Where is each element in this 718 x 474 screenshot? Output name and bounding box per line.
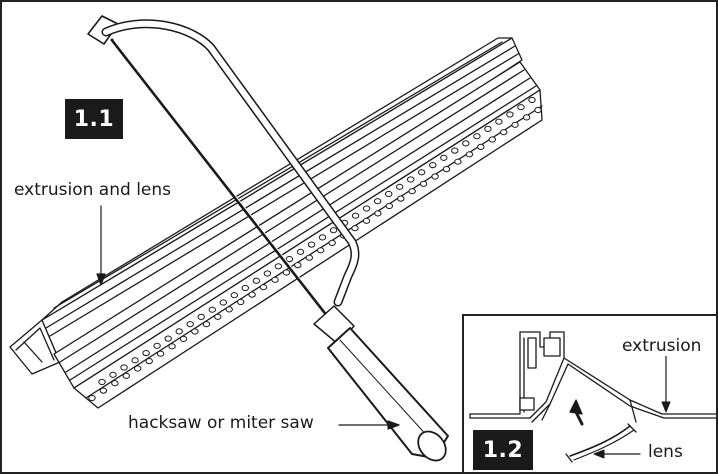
perforation-hole bbox=[397, 195, 405, 202]
perforation-hole bbox=[99, 387, 108, 394]
perforation-hole bbox=[142, 350, 150, 357]
perforation-hole bbox=[440, 154, 448, 161]
perforation-hole bbox=[271, 276, 279, 283]
perforation-hole bbox=[134, 365, 142, 372]
perforation-hole bbox=[219, 299, 228, 306]
perforation-hole bbox=[522, 114, 531, 121]
perforation-hole bbox=[528, 96, 536, 104]
perforation-hole bbox=[442, 166, 451, 173]
perforation-hole bbox=[197, 313, 205, 320]
perforation-hole bbox=[362, 217, 371, 224]
extrusion-illustration bbox=[9, 37, 543, 409]
perforation-hole bbox=[88, 394, 96, 402]
leader-lines-main bbox=[96, 205, 400, 430]
perforation-hole bbox=[282, 269, 291, 276]
perforation-hole bbox=[506, 111, 514, 118]
perforation-hole bbox=[153, 342, 161, 349]
perforation-hole bbox=[230, 292, 239, 299]
label-extrusion: extrusion bbox=[620, 336, 704, 356]
perforation-hole bbox=[296, 248, 305, 255]
perforation-hole bbox=[98, 378, 106, 386]
perforation-hole bbox=[484, 125, 492, 133]
perforation-hole bbox=[462, 140, 470, 147]
perforation-hole bbox=[454, 158, 462, 165]
perforation-hole bbox=[351, 225, 359, 232]
perforation-hole bbox=[431, 173, 439, 180]
perforation-hole bbox=[317, 247, 325, 254]
perforation-hole bbox=[318, 234, 327, 241]
perforation-hole bbox=[408, 188, 416, 195]
perforation-hole bbox=[396, 183, 404, 190]
perforation-hole bbox=[248, 291, 256, 298]
perforation-hole bbox=[263, 270, 272, 277]
perforation-hole bbox=[191, 328, 199, 335]
perforation-hole bbox=[122, 372, 131, 379]
perforation-hole bbox=[120, 364, 128, 371]
perforation-hole bbox=[385, 190, 393, 198]
perforation-hole bbox=[131, 357, 139, 364]
perforation-hole bbox=[477, 143, 485, 150]
perforation-hole bbox=[418, 169, 426, 176]
perforation-hole bbox=[511, 121, 519, 128]
perforation-hole bbox=[517, 104, 525, 111]
perforation-hole bbox=[373, 198, 382, 205]
label-extrusion-and-lens: extrusion and lens bbox=[12, 180, 174, 200]
perforation-hole bbox=[294, 262, 302, 269]
perforation-hole bbox=[111, 380, 119, 387]
label-hacksaw: hacksaw or miter saw bbox=[126, 413, 316, 433]
perforation-hole bbox=[407, 176, 415, 183]
perforation-hole bbox=[274, 263, 283, 270]
perforation-hole bbox=[307, 241, 316, 248]
perforation-hole bbox=[419, 180, 428, 187]
perforation-hole bbox=[259, 284, 268, 291]
perforation-hole bbox=[237, 298, 245, 306]
perforation-hole bbox=[168, 343, 176, 350]
perforation-hole bbox=[164, 335, 172, 342]
perforation-hole bbox=[208, 306, 217, 313]
perforation-hole bbox=[202, 321, 211, 328]
perforation-hole bbox=[374, 210, 382, 217]
flange-perforations bbox=[88, 96, 542, 402]
perforation-hole bbox=[473, 133, 481, 140]
perforation-hole bbox=[328, 239, 336, 246]
perforation-hole bbox=[252, 277, 261, 284]
perforation-hole bbox=[186, 321, 194, 328]
perforation-hole bbox=[179, 335, 188, 342]
perforation-hole bbox=[285, 256, 294, 263]
perforation-hole bbox=[329, 227, 338, 234]
perforation-hole bbox=[145, 358, 153, 365]
perforation-hole bbox=[156, 350, 165, 357]
perforation-hole bbox=[109, 371, 117, 378]
perforation-hole bbox=[465, 151, 474, 158]
perforation-hole bbox=[175, 328, 183, 335]
perforation-hole bbox=[305, 254, 313, 261]
perforation-hole bbox=[225, 306, 233, 313]
perforation-hole bbox=[241, 284, 250, 292]
hacksaw-illustration bbox=[87, 15, 449, 462]
perforation-hole bbox=[385, 202, 393, 210]
perforation-hole bbox=[534, 106, 542, 114]
label-lens: lens bbox=[646, 442, 685, 462]
perforation-hole bbox=[495, 118, 503, 125]
perforation-hole bbox=[451, 147, 459, 154]
step-badge-1-2: 1.2 bbox=[473, 430, 533, 470]
perforation-hole bbox=[429, 162, 437, 169]
perforation-hole bbox=[214, 313, 222, 320]
perforation-hole bbox=[488, 136, 496, 143]
perforation-hole bbox=[362, 205, 371, 212]
step-badge-1-1: 1.1 bbox=[65, 99, 123, 139]
perforation-hole bbox=[351, 212, 360, 219]
perforation-hole bbox=[500, 129, 508, 136]
